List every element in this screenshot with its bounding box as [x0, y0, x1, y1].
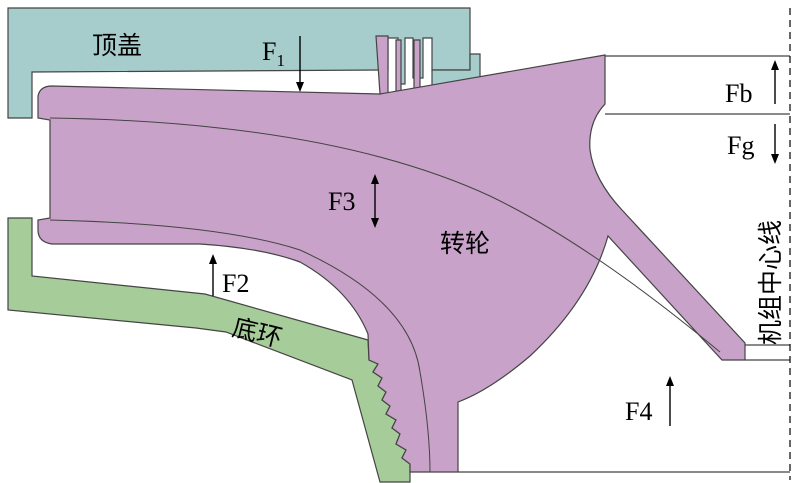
crown-seal-teeth: [375, 35, 421, 95]
runner-band-line: [49, 117, 721, 353]
f2-label: F2: [222, 269, 249, 298]
fg-arrow: [771, 124, 779, 164]
f3-arrow: [371, 174, 379, 228]
f1-label: F1: [262, 37, 285, 70]
runner-label: 转轮: [440, 229, 490, 258]
fb-arrow: [771, 60, 779, 104]
unit-centerline-label: 机组中心线: [756, 220, 785, 345]
f4-arrow: [666, 376, 674, 426]
f3-label: F3: [328, 187, 355, 216]
fb-label: Fb: [725, 79, 752, 108]
runner-blade-line: [49, 219, 431, 473]
fg-label: Fg: [727, 131, 754, 160]
runner-shape: [37, 54, 746, 473]
f2-arrow: [209, 254, 217, 296]
head-cover-label: 顶盖: [92, 31, 142, 60]
f4-label: F4: [625, 397, 652, 426]
f1-arrow: [296, 36, 304, 92]
